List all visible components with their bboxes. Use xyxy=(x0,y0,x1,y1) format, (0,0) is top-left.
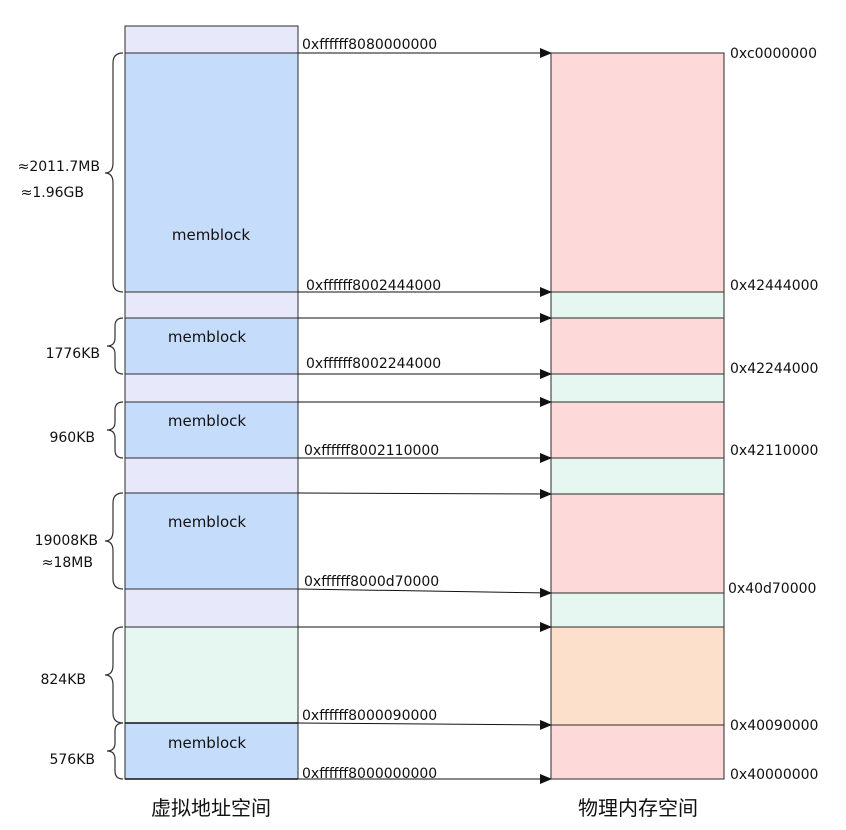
size-label-4b: ≈18MB xyxy=(42,555,93,571)
physical-region-5 xyxy=(550,724,725,780)
virtual-address-labels: 0xffffff8080000000 0xffffff8002444000 0x… xyxy=(302,37,441,782)
memblock-label-3: memblock xyxy=(168,412,247,430)
mapping-arrows xyxy=(297,48,552,784)
physical-address-3: 0x42244000 xyxy=(730,361,818,377)
virtual-address-5: 0xffffff8000d70000 xyxy=(304,574,439,590)
virtual-memblock-4 xyxy=(124,492,299,590)
size-label-1a: ≈2011.7MB xyxy=(18,159,100,175)
size-label-2: 1776KB xyxy=(46,346,100,362)
brace-2-icon xyxy=(106,317,124,375)
physical-address-7: 0x40000000 xyxy=(730,767,818,783)
physical-address-6: 0x40090000 xyxy=(730,718,818,734)
physical-address-2: 0x42444000 xyxy=(730,278,818,294)
physical-gap-2 xyxy=(550,373,725,403)
virtual-memblock-1 xyxy=(124,52,299,293)
virtual-gap-4 xyxy=(124,588,299,628)
virtual-top-gap xyxy=(124,25,299,54)
virtual-address-column: memblock memblock memblock memblock memb… xyxy=(124,25,299,780)
brace-4-icon xyxy=(104,492,124,590)
virtual-address-3: 0xffffff8002244000 xyxy=(306,356,441,372)
size-label-3: 960KB xyxy=(49,430,95,446)
physical-gap-4 xyxy=(550,592,725,628)
physical-address-5: 0x40d70000 xyxy=(728,581,816,597)
brace-6-icon xyxy=(106,722,124,780)
virtual-address-6: 0xffffff8000090000 xyxy=(302,708,437,724)
virtual-memblock-5 xyxy=(124,722,299,780)
physical-space-title: 物理内存空间 xyxy=(578,796,698,820)
brace-1-icon xyxy=(104,52,124,293)
virtual-address-2: 0xffffff8002444000 xyxy=(306,278,441,294)
memblock-label-2: memblock xyxy=(168,328,247,346)
physical-region-4 xyxy=(550,493,725,594)
physical-address-1: 0xc0000000 xyxy=(730,46,817,62)
size-label-1b: ≈1.96GB xyxy=(21,185,84,201)
size-label-4a: 19008KB xyxy=(35,533,98,549)
physical-memory-column xyxy=(550,52,725,780)
memblock-label-5: memblock xyxy=(168,734,247,752)
virtual-memblock-3 xyxy=(124,401,299,459)
brace-3-icon xyxy=(106,401,124,459)
size-label-6: 576KB xyxy=(49,752,95,768)
virtual-gap-1 xyxy=(124,291,299,319)
physical-gap-1 xyxy=(550,291,725,319)
virtual-address-7: 0xffffff8000000000 xyxy=(302,766,437,782)
arrow-8 xyxy=(297,587,552,598)
brace-5-icon xyxy=(104,626,124,724)
physical-region-1 xyxy=(550,52,725,293)
virtual-gap-2 xyxy=(124,373,299,403)
size-braces xyxy=(104,52,124,780)
virtual-gap-3 xyxy=(124,457,299,494)
virtual-space-title: 虚拟地址空间 xyxy=(151,796,271,820)
virtual-memblock-2 xyxy=(124,317,299,375)
arrow-10 xyxy=(297,719,552,730)
physical-region-2 xyxy=(550,317,725,375)
memblock-label-4: memblock xyxy=(168,513,247,531)
virtual-region-green xyxy=(124,626,299,724)
virtual-address-4: 0xffffff8002110000 xyxy=(304,443,439,459)
memblock-label-1: memblock xyxy=(172,226,251,244)
size-label-5: 824KB xyxy=(40,672,86,688)
physical-region-3 xyxy=(550,401,725,459)
physical-address-labels: 0xc0000000 0x42444000 0x42244000 0x42110… xyxy=(728,46,818,783)
physical-address-4: 0x42110000 xyxy=(730,443,818,459)
physical-region-orange xyxy=(550,626,725,726)
physical-gap-3 xyxy=(550,457,725,495)
size-labels: ≈2011.7MB ≈1.96GB 1776KB 960KB 19008KB ≈… xyxy=(18,159,100,768)
virtual-address-1: 0xffffff8080000000 xyxy=(302,37,437,53)
arrow-7 xyxy=(297,488,552,499)
